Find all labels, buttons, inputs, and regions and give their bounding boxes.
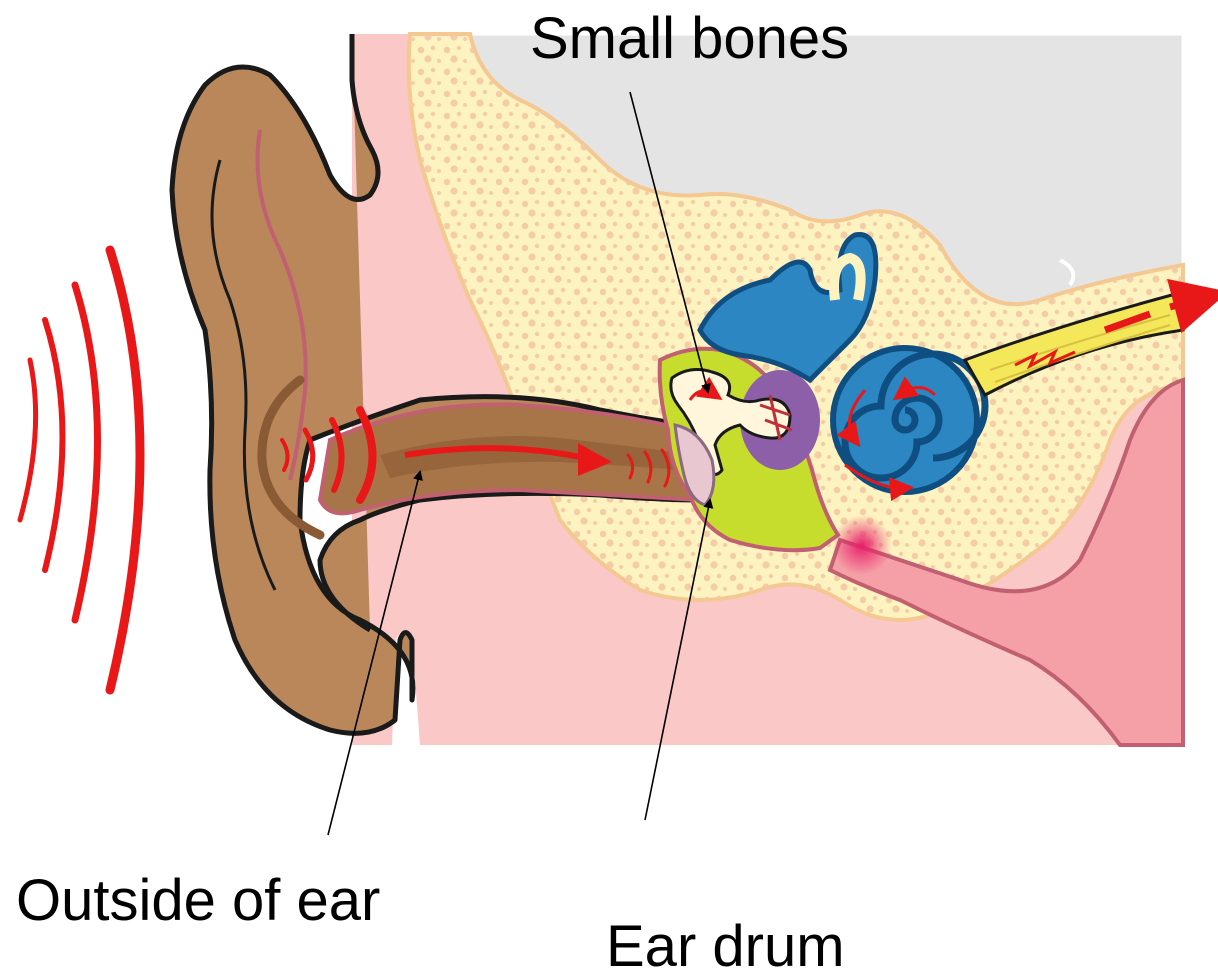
label-ear-drum: Ear drum xyxy=(606,918,845,976)
label-small-bones: Small bones xyxy=(530,10,849,68)
tube-glow xyxy=(832,515,892,575)
label-outside-of-ear: Outside of ear xyxy=(16,872,380,930)
sound-waves-outside xyxy=(20,250,140,690)
